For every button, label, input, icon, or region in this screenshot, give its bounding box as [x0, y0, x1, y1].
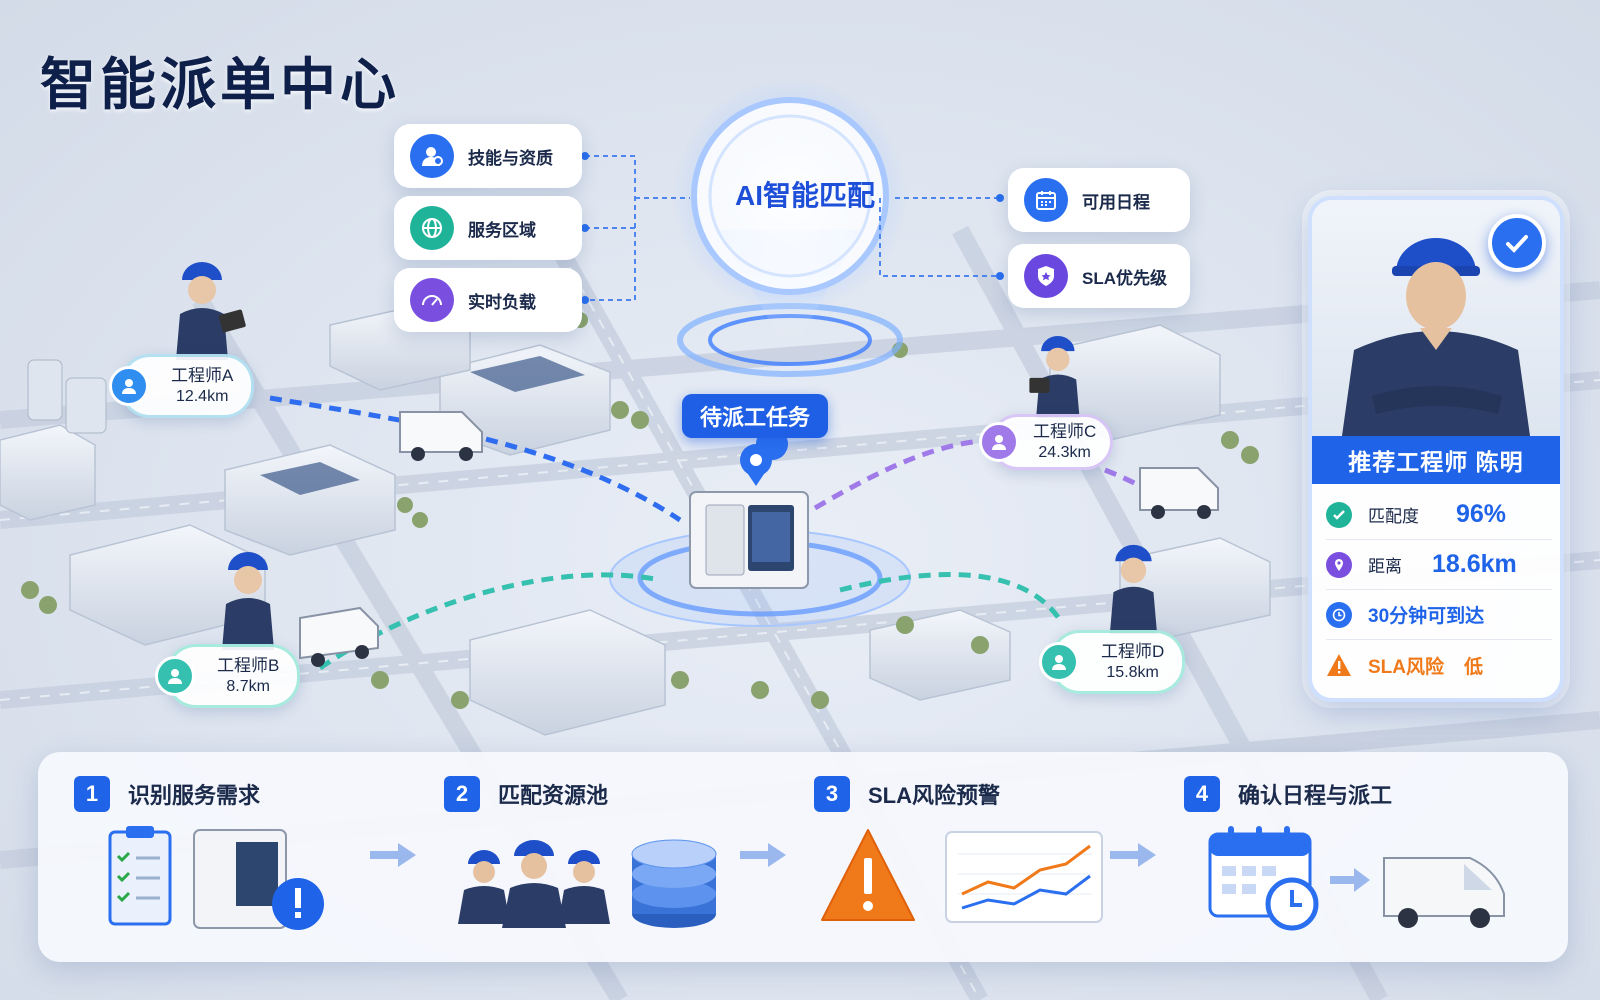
match-label: 匹配度	[1368, 507, 1419, 526]
recommended-engineer-card[interactable]: 推荐工程师 陈明 匹配度 96% 距离 18.6km 30分钟可到达 SLA风险…	[1308, 196, 1564, 702]
worker-figure	[222, 552, 275, 650]
arrow-right-icon	[740, 843, 786, 867]
risk-warning-icon	[821, 829, 1103, 923]
sla-row: SLA风险 低	[1326, 640, 1552, 690]
engineer-name: 工程师A	[171, 366, 234, 385]
warning-icon	[1326, 652, 1352, 678]
factor-sla-label: SLA优先级	[1082, 268, 1167, 288]
eta-row: 30分钟可到达	[1326, 590, 1552, 640]
sla-value: 低	[1464, 656, 1484, 678]
process-steps-panel: 1 识别服务需求 2 匹配资源池 3 SLA风险预警 4 确认日程与派工	[38, 752, 1568, 962]
arrow-right-icon	[370, 843, 416, 867]
ai-match-label: AI智能匹配	[734, 180, 875, 211]
factor-schedule-label: 可用日程	[1082, 192, 1150, 212]
worker-figure	[1109, 544, 1157, 634]
sla-label: SLA风险	[1368, 656, 1445, 678]
factor-skills-label: 技能与资质	[468, 148, 553, 168]
factor-schedule[interactable]: 可用日程	[1008, 168, 1190, 232]
distance-value: 18.6km	[1432, 550, 1517, 578]
resource-pool-icon	[458, 839, 717, 928]
engineer-distance: 8.7km	[226, 678, 270, 695]
engineer-distance: 12.4km	[175, 388, 229, 405]
eta-text: 30分钟可到达	[1368, 606, 1485, 627]
step-2[interactable]: 2 匹配资源池	[408, 752, 748, 962]
schedule-dispatch-icon	[1208, 826, 1505, 931]
engineer-name: 工程师B	[217, 656, 280, 675]
engineer-portrait	[1312, 200, 1560, 436]
step-4[interactable]: 4 确认日程与派工	[1148, 752, 1505, 962]
location-pin-icon	[1326, 551, 1352, 578]
service-request-icon	[108, 826, 324, 930]
engineer-avatar-icon	[979, 422, 1019, 462]
shield-star-icon	[1024, 254, 1068, 298]
gauge-icon	[410, 278, 454, 322]
step-label: 确认日程与派工	[1238, 783, 1393, 808]
engineer-c[interactable]: 工程师C 24.3km	[979, 326, 1114, 470]
step-number: 2	[444, 776, 480, 812]
person-badge-icon	[410, 134, 454, 178]
step-3[interactable]: 3 SLA风险预警	[778, 752, 1118, 962]
step-label: 匹配资源池	[498, 783, 609, 808]
step-label: 识别服务需求	[128, 783, 261, 808]
distance-label: 距离	[1368, 557, 1402, 576]
check-icon	[1488, 214, 1546, 272]
factor-region-label: 服务区域	[468, 220, 536, 240]
engineer-b[interactable]: 工程师B 8.7km	[155, 540, 301, 708]
match-value: 96%	[1456, 500, 1507, 528]
page-title: 智能派单中心	[40, 53, 400, 116]
factor-region[interactable]: 服务区域	[394, 196, 582, 260]
step-label: SLA风险预警	[868, 783, 1001, 808]
engineer-avatar-icon	[1039, 642, 1079, 682]
calendar-icon	[1024, 178, 1068, 222]
clock-icon	[1326, 601, 1352, 628]
engineer-name: 工程师D	[1101, 642, 1165, 661]
engineer-a[interactable]: 工程师A 12.4km	[109, 250, 255, 418]
pending-task-label[interactable]: 待派工任务	[682, 394, 829, 438]
worker-figure	[1029, 336, 1080, 418]
step-number: 3	[814, 776, 850, 812]
engineer-distance: 24.3km	[1038, 444, 1091, 461]
step-1[interactable]: 1 识别服务需求	[38, 752, 378, 962]
globe-icon	[410, 206, 454, 250]
engineer-avatar-icon	[155, 656, 195, 696]
check-circle-icon	[1326, 501, 1352, 528]
factor-skills[interactable]: 技能与资质	[394, 124, 582, 188]
factor-load[interactable]: 实时负载	[394, 268, 582, 332]
factor-sla[interactable]: SLA优先级	[1008, 244, 1190, 308]
cnc-machine-icon	[689, 491, 809, 589]
match-row: 匹配度 96%	[1326, 490, 1552, 540]
engineer-distance: 15.8km	[1106, 664, 1159, 681]
distance-row: 距离 18.6km	[1326, 540, 1552, 590]
step-number: 4	[1184, 776, 1220, 812]
engineer-name: 工程师C	[1033, 422, 1097, 441]
engineer-avatar-icon	[109, 366, 149, 406]
arrow-right-icon	[1110, 843, 1156, 867]
recommend-title: 推荐工程师 陈明	[1312, 436, 1560, 484]
van-icon	[299, 411, 1219, 660]
factor-load-label: 实时负载	[468, 292, 536, 312]
worker-figure	[176, 262, 246, 360]
engineer-d[interactable]: 工程师D 15.8km	[1039, 534, 1186, 694]
step-number: 1	[74, 776, 110, 812]
